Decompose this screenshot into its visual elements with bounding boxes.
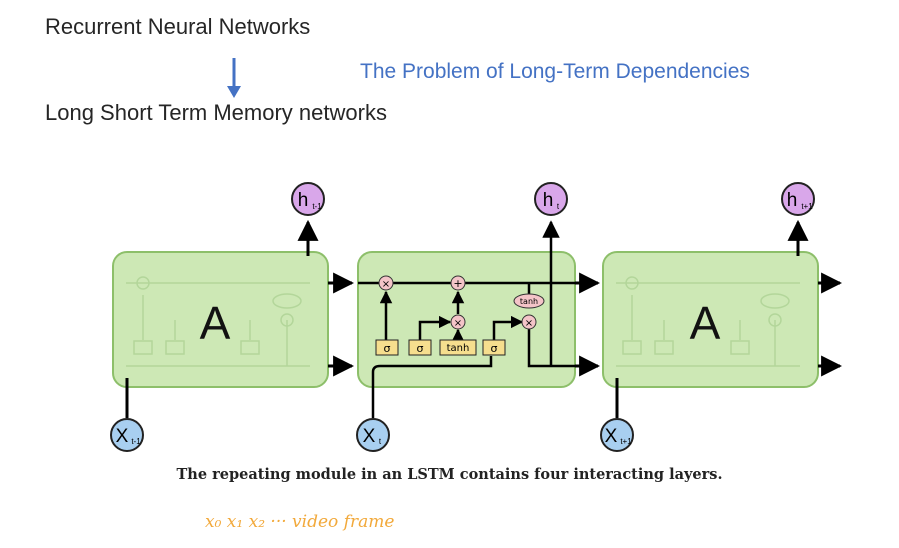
tanh-gate: tanh [447, 343, 470, 354]
rnn-title: Recurrent Neural Networks [45, 14, 311, 39]
lstm-cell-prev: A [112, 251, 329, 388]
cell-label-next: A [690, 297, 721, 349]
x-next-label: X [605, 426, 618, 447]
diagram-caption: The repeating module in an LSTM contains… [176, 466, 723, 483]
output-nodes: h t-1 h t h t+1 [291, 182, 815, 216]
cell-connections [125, 219, 843, 418]
lstm-title: Long Short Term Memory networks [45, 100, 387, 125]
input-multiply-op: × [454, 318, 462, 329]
output-multiply-op: × [525, 318, 533, 329]
h-prev-sub: t-1 [312, 202, 322, 211]
x-cur-sub: t [379, 437, 382, 446]
x-cur-label: X [363, 426, 376, 447]
handwritten-note: x₀ x₁ x₂ ··· video frame [205, 512, 394, 532]
problem-subtitle: The Problem of Long-Term Dependencies [360, 60, 750, 83]
h-cur-label: h [543, 190, 554, 211]
transition-arrow-icon [227, 58, 241, 98]
x-next-sub: t+1 [620, 437, 632, 446]
tanh-op: tanh [520, 297, 538, 306]
sigma-gate-input: σ [417, 342, 424, 355]
cell-label-prev: A [200, 297, 231, 349]
lstm-cell-next: A [602, 251, 819, 388]
x-prev-sub: t-1 [131, 437, 141, 446]
x-prev-label: X [116, 426, 129, 447]
sigma-gate-forget: σ [384, 342, 391, 355]
forget-multiply-op: × [382, 279, 390, 290]
input-nodes: X t-1 X t X t+1 [110, 418, 634, 452]
gate-layers: σ σ tanh σ [375, 339, 506, 356]
cell-add-op: + [453, 277, 462, 290]
h-prev-label: h [298, 190, 309, 211]
h-next-label: h [787, 190, 798, 211]
cell-internal-wiring [358, 220, 575, 418]
h-next-sub: t+1 [801, 202, 813, 211]
h-cur-sub: t [557, 202, 560, 211]
sigma-gate-output: σ [491, 342, 498, 355]
pointwise-ops: × + × × tanh [378, 275, 545, 330]
